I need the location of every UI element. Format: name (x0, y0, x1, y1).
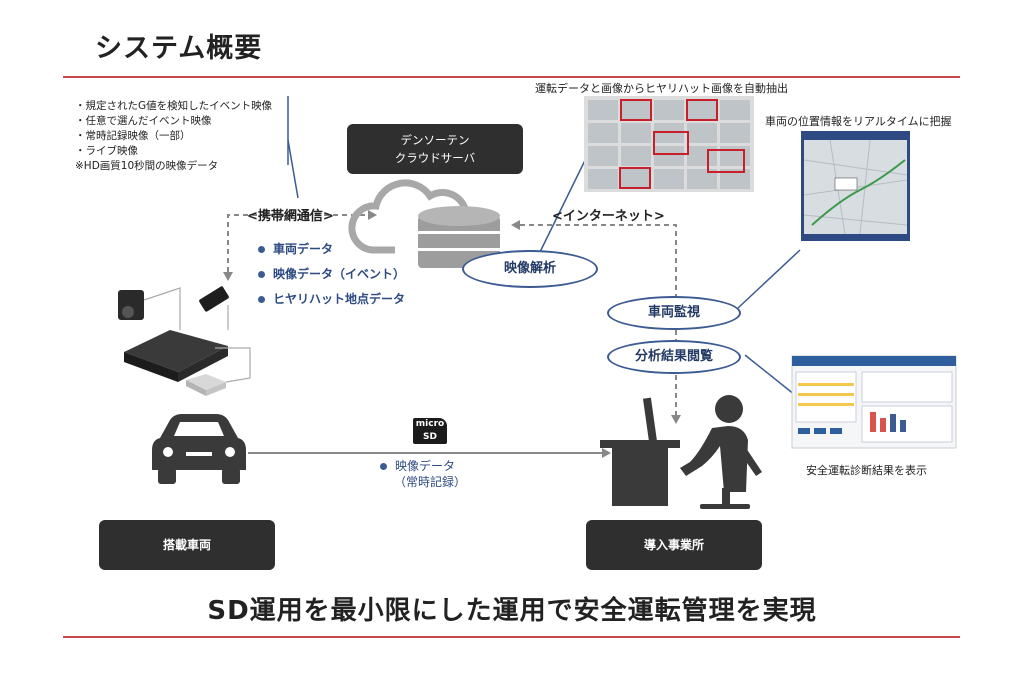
top-divider (63, 76, 960, 78)
cloud-icon (348, 179, 470, 254)
note-item: ・任意で選んだイベント映像 (75, 115, 212, 127)
video-analysis-pill: 映像解析 (462, 250, 598, 288)
list-item: 映像データ（イベント） (258, 262, 405, 287)
vehicle-monitor-pill: 車両監視 (607, 296, 741, 330)
sd-video-data: 映像データ （常時記録） (380, 458, 466, 490)
list-item: 車両データ (258, 237, 405, 262)
note-item: ・ライブ映像 (75, 145, 138, 157)
monitor-connector (737, 249, 801, 309)
cloud-server-label: デンソーテン クラウドサーバ (347, 124, 523, 174)
realtime-map-screen (801, 131, 910, 241)
cloud-type: クラウドサーバ (394, 151, 476, 165)
analysis-view-pill: 分析結果閲覧 (607, 340, 741, 374)
mobile-arrow-right (368, 210, 377, 220)
bottom-divider (63, 636, 960, 638)
mobile-link-line (227, 214, 368, 272)
note-item: ・常時記録映像（一部） (75, 130, 191, 142)
mobile-arrow-down (223, 272, 233, 281)
bullet-icon (258, 271, 265, 278)
note-item: ※HD画質10秒間の映像データ (75, 160, 219, 172)
bottom-headline: SD運用を最小限にした運用で安全運転管理を実現 (207, 596, 817, 626)
diagnosis-dashboard-screen (791, 355, 957, 449)
car-icon (152, 414, 246, 484)
gps-module-icon (186, 374, 226, 396)
diagnosis-caption: 安全運転診断結果を表示 (806, 464, 927, 477)
vehicle-box: 搭載車両 (99, 520, 275, 570)
internet-arrow-left (511, 220, 520, 230)
recorder-unit-icon (124, 330, 228, 382)
dashcam-icon (118, 290, 144, 320)
extract-caption: 運転データと画像からヒヤリハット画像を自動抽出 (535, 82, 788, 95)
office-box: 導入事業所 (586, 520, 762, 570)
event-video-notes: ・規定されたG値を検知したイベント映像 ・任意で選んだイベント映像 ・常時記録映… (75, 99, 272, 174)
analysis-view-connector (744, 354, 796, 396)
microsd-icon: micro SD (413, 418, 447, 444)
device-cables (143, 287, 251, 383)
sd-video-note: （常時記録） (394, 475, 467, 489)
list-item: ヒヤリハット地点データ (258, 287, 405, 312)
cloud-data-list: 車両データ 映像データ（イベント） ヒヤリハット地点データ (258, 237, 405, 312)
internet-label: <インターネット> (552, 209, 665, 224)
remote-unit-icon (199, 286, 229, 312)
mobile-network-label: <携帯網通信> (247, 209, 334, 224)
sd-video-label: 映像データ (395, 459, 456, 473)
cloud-name: デンソーテン (400, 133, 470, 147)
bullet-icon (380, 463, 387, 470)
office-worker-icon (600, 395, 762, 509)
bullet-icon (258, 246, 265, 253)
note-item: ・規定されたG値を検知したイベント映像 (75, 100, 273, 112)
page-title: システム概要 (95, 33, 263, 64)
bullet-icon (258, 296, 265, 303)
internet-arrow-down (671, 415, 681, 424)
extracted-images-grid (584, 96, 754, 192)
realtime-caption: 車両の位置情報をリアルタイムに把握 (765, 115, 952, 128)
